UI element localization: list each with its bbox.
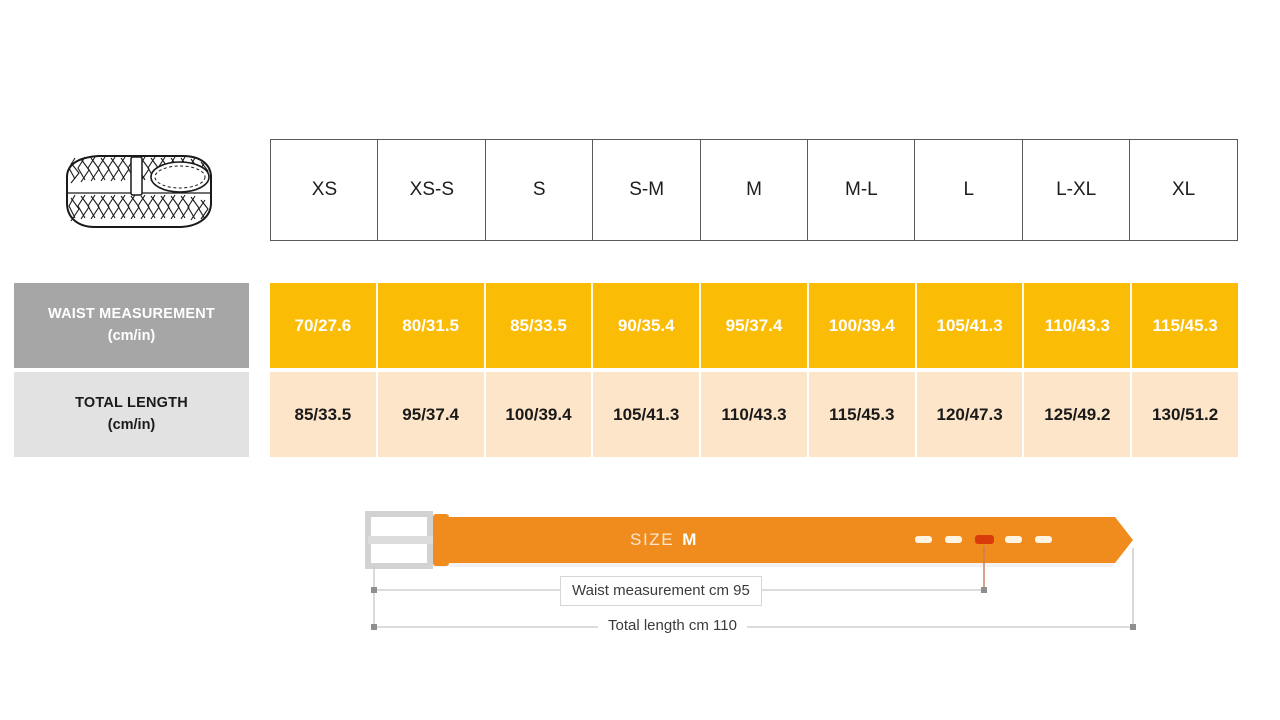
size-tag-value: M [682,530,697,549]
size-header-cell-l: L [914,139,1024,241]
waist-measurement-label: WAIST MEASUREMENT (cm/in) [14,283,249,368]
length-label-line2: (cm/in) [107,416,156,433]
length-cell-l: 120/47.3 [917,372,1025,457]
belt-hole [1035,536,1052,543]
belt-hole [915,536,932,543]
belt-keeper-loop [433,514,449,566]
length-cell-s: 100/39.4 [486,372,594,457]
length-cell-xs: 85/33.5 [270,372,378,457]
waist-measurement-callout: Waist measurement cm 95 [560,576,762,606]
length-cell-m-l: 115/45.3 [809,372,917,457]
size-header-cell-s: S [484,139,594,241]
waist-cell-m: 95/37.4 [701,283,809,368]
size-header-row: XS XS-S S S-M M M-L L L-XL XL [270,139,1239,241]
length-label-line1: TOTAL LENGTH [75,395,188,412]
length-cell-l-xl: 125/49.2 [1024,372,1133,457]
braided-belt-illustration [66,155,212,228]
size-header-cell-xs: XS [270,139,379,241]
size-header-cell-m: M [699,139,809,241]
length-cell-s-m: 105/41.3 [593,372,702,457]
total-length-callout: Total length cm 110 [598,615,747,636]
waist-cell-xs-s: 80/31.5 [378,283,486,368]
size-header-cell-xs-s: XS-S [377,139,487,241]
size-tag-word: SIZE [630,530,675,549]
belt-buckle-prong [368,536,446,544]
waist-label-line1: WAIST MEASUREMENT [48,306,215,323]
waist-cell-xl: 115/45.3 [1152,315,1218,335]
belt-hole-highlighted [975,535,994,544]
size-header-cell-s-m: S-M [592,139,702,241]
belt-strap [430,517,1133,563]
total-length-label: TOTAL LENGTH (cm/in) [14,372,249,457]
waist-cell-l-xl: 110/43.3 [1024,283,1133,368]
waist-cell-l: 105/41.3 [917,283,1025,368]
belt-size-tag: SIZE M [630,530,696,550]
belt-measurement-diagram [365,511,1136,630]
waist-cell-xs: 70/27.6 [270,283,378,368]
length-cell-xl: 130/51.2 [1152,404,1219,424]
waist-cell-s-m: 90/35.4 [593,283,702,368]
length-cell-m: 110/43.3 [701,372,809,457]
waist-label-line2: (cm/in) [107,327,156,344]
belt-hole [1005,536,1022,543]
belt-hole [945,536,962,543]
size-header-cell-l-xl: L-XL [1021,139,1131,241]
size-header-cell-xl: XL [1129,139,1239,241]
size-header-cell-m-l: M-L [806,139,916,241]
total-length-row: 85/33.5 95/37.4 100/39.4 105/41.3 110/43… [270,372,1238,457]
length-cell-xs-s: 95/37.4 [378,372,486,457]
waist-measurement-row: 70/27.6 80/31.5 85/33.5 90/35.4 95/37.4 … [270,283,1238,368]
waist-cell-s: 85/33.5 [486,283,594,368]
waist-cell-m-l: 100/39.4 [809,283,917,368]
